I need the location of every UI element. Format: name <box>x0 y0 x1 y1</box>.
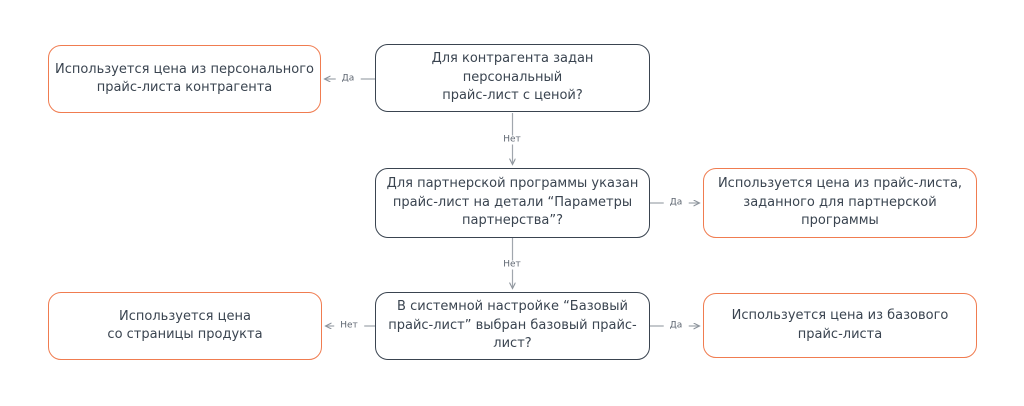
edge-label-yes-personal: Да <box>335 74 361 84</box>
node-question-personal-pricelist: Для контрагента задан персональный прайс… <box>375 44 650 112</box>
node-result-partner-pricelist: Используется цена из прайс-листа, заданн… <box>703 168 977 238</box>
edge-label-no-personal: Нет <box>497 135 527 145</box>
node-question-base-pricelist: В системной настройке “Базовый прайс-лис… <box>375 292 650 360</box>
node-result-personal-pricelist: Используется цена из персонального прайс… <box>48 45 321 113</box>
node-question-partner-pricelist: Для партнерской программы указан прайс-л… <box>375 168 650 238</box>
edge-label-no-base: Нет <box>334 321 364 331</box>
node-result-base-pricelist: Используется цена из базового прайс-лист… <box>703 293 977 358</box>
edge-label-yes-partner: Да <box>663 198 689 208</box>
node-result-product-page-price: Используется цена со страницы продукта <box>48 292 322 360</box>
edge-label-no-partner: Нет <box>497 260 527 270</box>
edge-label-yes-base: Да <box>663 321 689 331</box>
